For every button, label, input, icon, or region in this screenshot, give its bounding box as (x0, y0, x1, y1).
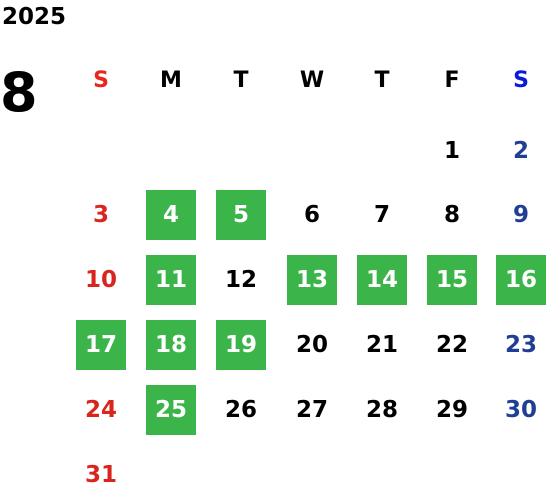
weekday-header-sun: S (93, 68, 109, 93)
day-13: 13 (287, 255, 337, 305)
day-25: 25 (146, 385, 196, 435)
day-4: 4 (146, 190, 196, 240)
day-15: 15 (427, 255, 477, 305)
day-9: 9 (512, 202, 529, 228)
day-10: 10 (84, 267, 117, 293)
weekday-header-wed: W (299, 68, 325, 93)
day-3: 3 (92, 202, 109, 228)
day-31: 31 (84, 462, 117, 488)
day-21: 21 (365, 332, 398, 358)
day-22: 22 (435, 332, 468, 358)
year-label: 2025 (2, 4, 67, 30)
day-23: 23 (504, 332, 537, 358)
day-1: 1 (443, 138, 460, 164)
weekday-header-fri: F (444, 68, 460, 93)
day-26: 26 (224, 397, 257, 423)
day-20: 20 (295, 332, 328, 358)
day-7: 7 (373, 202, 390, 228)
weekday-header-mon: M (160, 68, 182, 93)
day-19: 19 (216, 320, 266, 370)
day-27: 27 (295, 397, 328, 423)
weekday-header-thu: T (374, 68, 390, 93)
day-30: 30 (504, 397, 537, 423)
day-17: 17 (76, 320, 126, 370)
day-28: 28 (365, 397, 398, 423)
day-24: 24 (84, 397, 117, 423)
day-18: 18 (146, 320, 196, 370)
weekday-header-sat: S (513, 68, 529, 93)
day-8: 8 (443, 202, 460, 228)
day-12: 12 (224, 267, 257, 293)
weekday-header-tue: T (233, 68, 249, 93)
day-14: 14 (357, 255, 407, 305)
day-2: 2 (512, 138, 529, 164)
day-11: 11 (146, 255, 196, 305)
month-label: 8 (0, 61, 38, 124)
day-16: 16 (496, 255, 546, 305)
day-5: 5 (216, 190, 266, 240)
day-6: 6 (303, 202, 320, 228)
day-29: 29 (435, 397, 468, 423)
